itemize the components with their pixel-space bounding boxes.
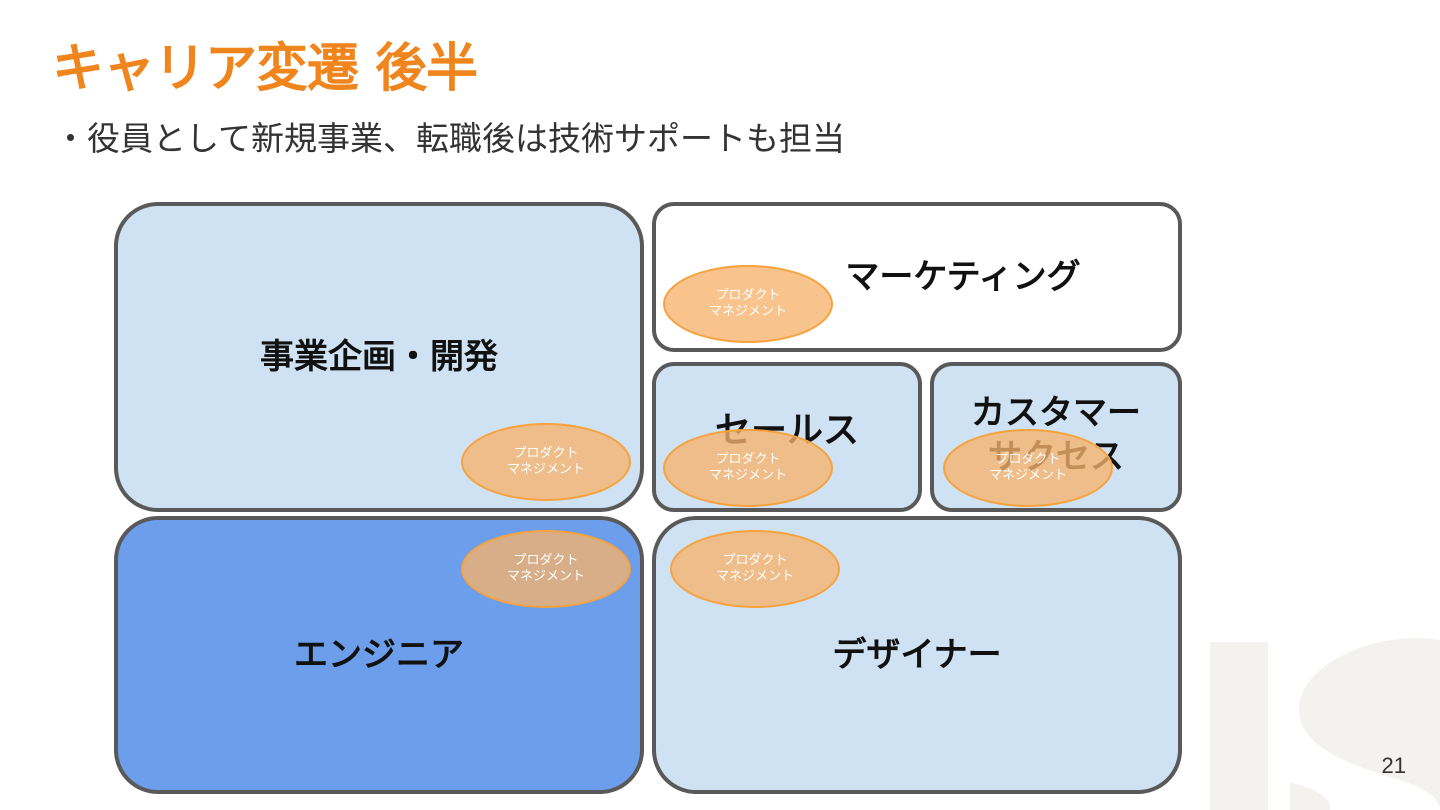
role-label-engineer: エンジニア	[294, 634, 464, 675]
slide-title: キャリア変遷 後半	[52, 39, 478, 99]
role-label-designer: デザイナー	[832, 634, 1002, 675]
pm-bubble-business-planning: プロダクト マネジメント	[461, 423, 631, 501]
pm-bubble-engineer: プロダクト マネジメント	[461, 530, 631, 608]
role-box-designer: デザイナー	[652, 516, 1182, 794]
page-number: 21	[1381, 753, 1406, 778]
role-box-business-planning: 事業企画・開発	[114, 202, 644, 512]
slide-subtitle: ・役員として新規事業、転職後は技術サポートも担当	[54, 119, 846, 158]
role-label-marketing: マーケティング	[845, 256, 1081, 297]
role-label-business-planning: 事業企画・開発	[260, 336, 498, 377]
pm-bubble-marketing: プロダクト マネジメント	[663, 265, 833, 343]
pm-bubble-designer: プロダクト マネジメント	[670, 530, 840, 608]
pm-bubble-sales: プロダクト マネジメント	[663, 429, 833, 507]
pm-bubble-customer-success: プロダクト マネジメント	[943, 429, 1113, 507]
